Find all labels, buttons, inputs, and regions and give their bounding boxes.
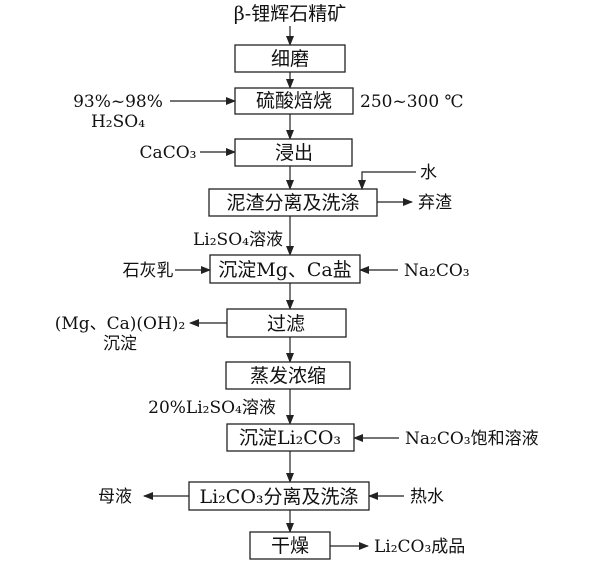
step-evaporation-label: 蒸发浓缩 <box>250 365 326 387</box>
mother-liquor-label: 母液 <box>98 487 132 507</box>
li2so4-20-solution-label: 20%Li₂SO₄溶液 <box>148 398 276 418</box>
precipitate-label: 沉淀 <box>103 334 137 354</box>
step-leaching: 浸出 <box>234 138 353 167</box>
acid-formula-label: H₂SO₄ <box>91 112 145 132</box>
acid-concentration-label: 93%~98% <box>73 92 163 112</box>
step-slurry-separation-label: 泥渣分离及洗涤 <box>226 192 359 214</box>
caco3-label: CaCO₃ <box>140 143 197 163</box>
step-grinding: 细磨 <box>234 44 346 73</box>
na2co3-saturated-label: Na₂CO₃饱和溶液 <box>405 429 539 449</box>
step-sulfuric-roasting: 硫酸焙烧 <box>234 87 354 115</box>
step-slurry-separation: 泥渣分离及洗涤 <box>208 188 378 217</box>
step-li2co3-separation-label: Li₂CO₃分离及洗涤 <box>199 486 358 508</box>
lime-milk-label: 石灰乳 <box>123 261 174 281</box>
roast-temperature-label: 250~300 ℃ <box>360 92 464 112</box>
li2so4-solution-label: Li₂SO₄溶液 <box>193 230 283 250</box>
step-precipitate-li2co3: 沉淀Li₂CO₃ <box>226 423 355 452</box>
step-leaching-label: 浸出 <box>275 142 313 164</box>
step-sulfuric-roasting-label: 硫酸焙烧 <box>256 90 332 112</box>
step-drying: 干燥 <box>249 531 331 560</box>
step-drying-label: 干燥 <box>271 535 309 557</box>
raw-material-label: β-锂辉石精矿 <box>234 3 346 25</box>
step-grinding-label: 细磨 <box>271 48 309 70</box>
step-precipitate-li2co3-label: 沉淀Li₂CO₃ <box>239 427 341 449</box>
step-evaporation: 蒸发浓缩 <box>225 361 351 390</box>
water-input-arrow <box>358 171 416 190</box>
water-label: 水 <box>420 163 437 183</box>
step-li2co3-separation: Li₂CO₃分离及洗涤 <box>188 481 370 511</box>
step-filtration-label: 过滤 <box>267 313 305 335</box>
na2co3-label: Na₂CO₃ <box>404 261 470 281</box>
step-filtration: 过滤 <box>226 308 347 338</box>
mg-ca-hydroxide-label: (Mg、Ca)(OH)₂ <box>55 314 186 334</box>
hot-water-label: 热水 <box>410 487 444 507</box>
waste-residue-label: 弃渣 <box>418 193 452 213</box>
step-precipitate-mg-ca: 沉淀Mg、Ca盐 <box>209 254 361 284</box>
step-precipitate-mg-ca-label: 沉淀Mg、Ca盐 <box>218 259 351 281</box>
product-label: Li₂CO₃成品 <box>374 537 465 557</box>
